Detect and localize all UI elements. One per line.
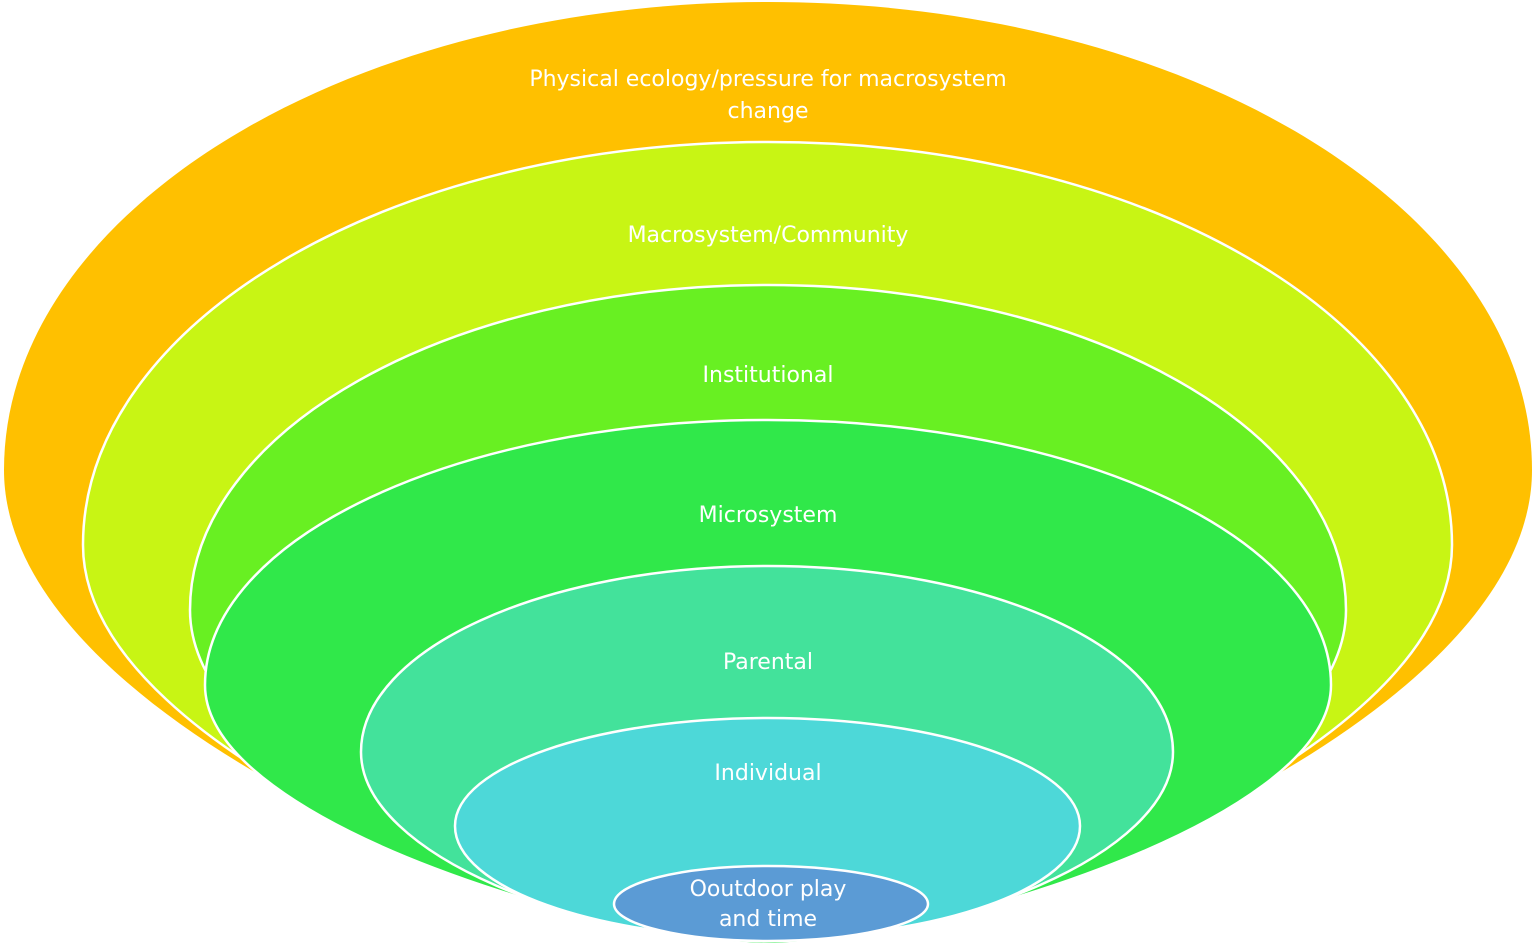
- label-physical-ecology-line-2: change: [728, 99, 809, 124]
- layer-rings: [4, 2, 1532, 946]
- ring-individual: [453, 716, 1082, 940]
- label-institutional: Institutional: [703, 363, 834, 388]
- label-physical-ecology-line-1: Physical ecology/pressure for macrosyste…: [529, 67, 1006, 92]
- label-parental: Parental: [723, 650, 813, 675]
- label-individual: Individual: [714, 761, 821, 786]
- layer-labels: Physical ecology/pressure for macrosyste…: [529, 67, 1006, 932]
- label-outdoor-play-line-1: Ooutdoor play: [690, 877, 847, 902]
- label-microsystem: Microsystem: [699, 503, 838, 528]
- ring-outdoor-play: [612, 864, 930, 943]
- label-macrosystem-community: Macrosystem/Community: [628, 223, 909, 248]
- label-outdoor-play-line-2: and time: [719, 907, 817, 932]
